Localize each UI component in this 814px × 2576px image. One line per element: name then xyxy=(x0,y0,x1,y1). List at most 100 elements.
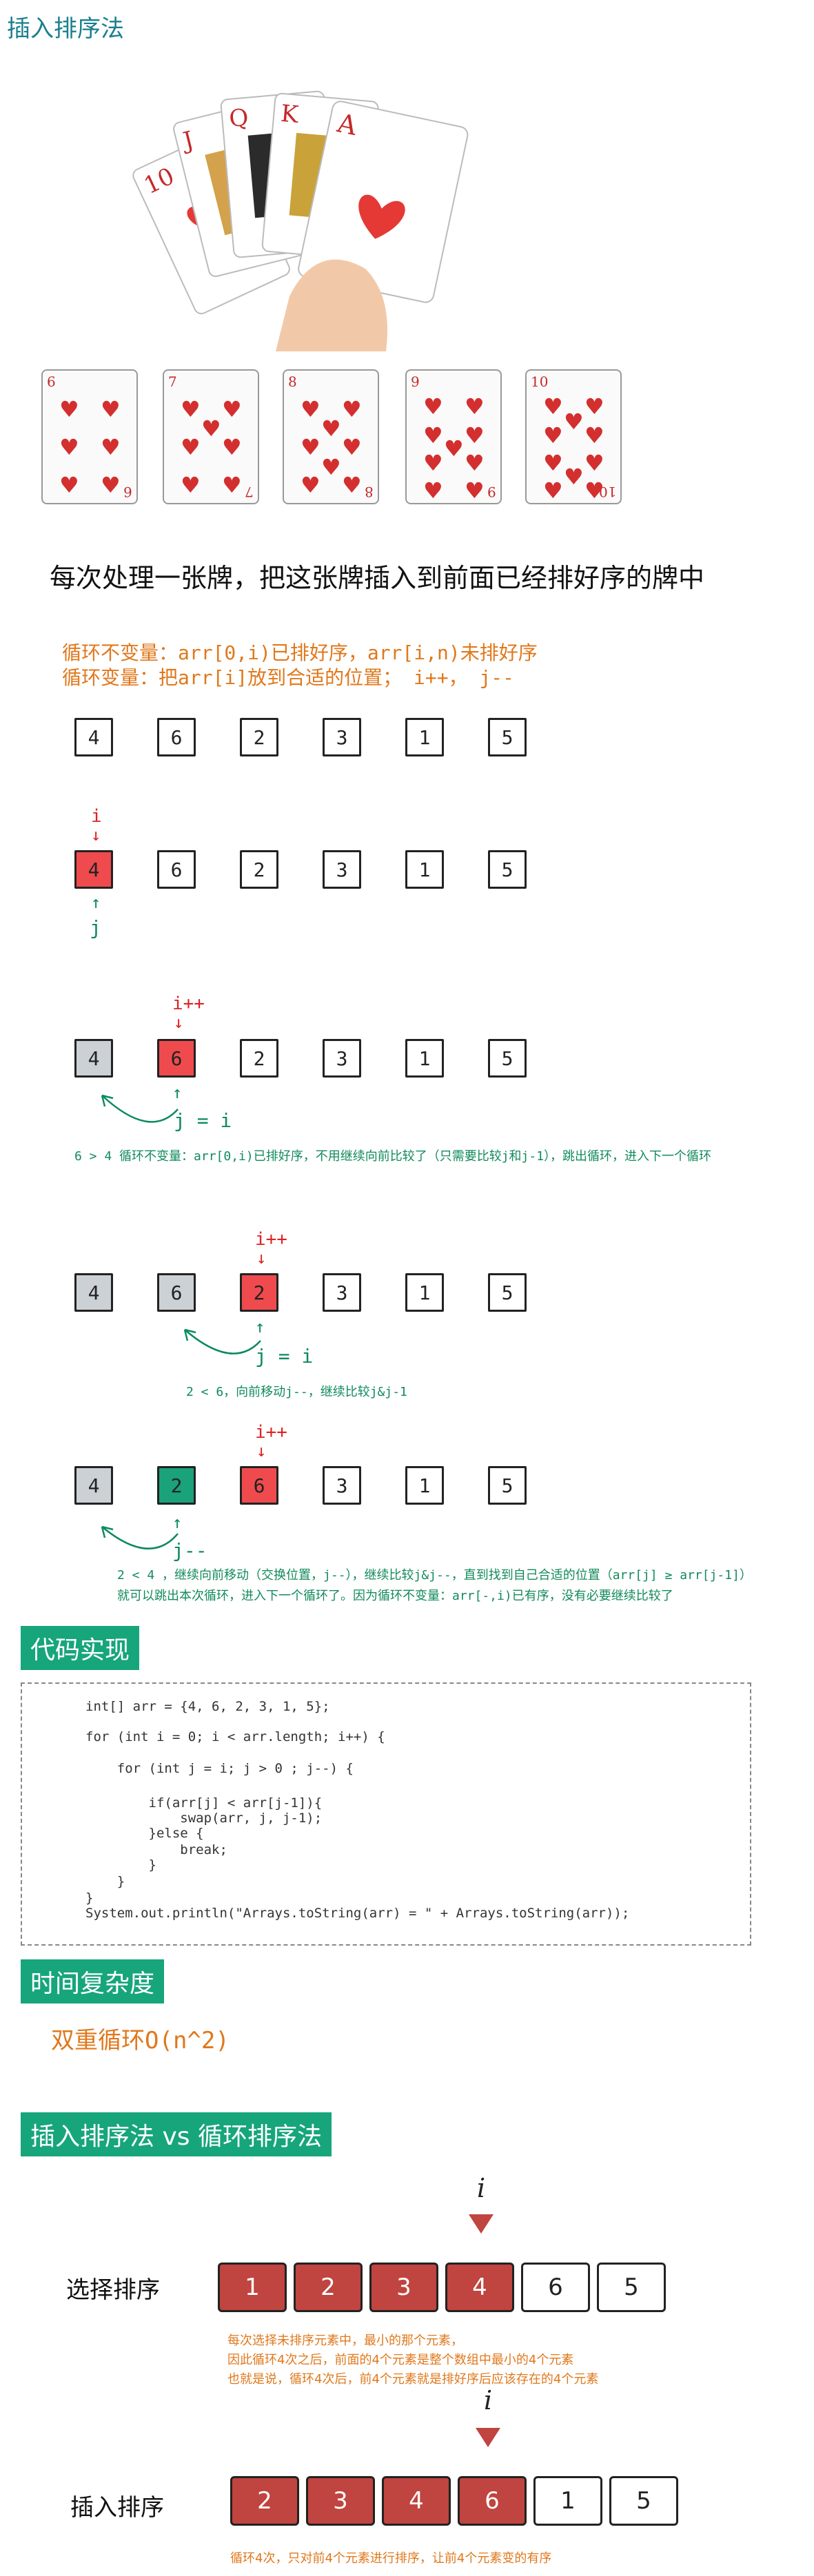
i-pp-arrow-3: ↓ xyxy=(256,1441,267,1461)
array-cell: 5 xyxy=(488,850,527,889)
heart-pip-icon: ♥ xyxy=(301,396,320,422)
heart-pip-icon: ♥ xyxy=(584,477,604,504)
sort-cell: 6 xyxy=(521,2263,590,2312)
curved-arrow-1 xyxy=(101,1094,179,1123)
array-cell: 5 xyxy=(488,1466,527,1505)
note-1: 6 > 4 循环不变量：arr[0,i)已排好序，不用继续向前比较了（只需要比较… xyxy=(74,1149,712,1164)
heart-pip-icon: ♥ xyxy=(423,477,443,504)
code-line: for (int j = i; j > 0 ; j--) { xyxy=(85,1761,354,1776)
select-note-1: 每次选择未排序元素中，最小的那个元素， xyxy=(227,2333,463,2348)
hand-of-cards-illustration: 10 J Q K A xyxy=(132,90,469,351)
array-cell: 2 xyxy=(157,1466,196,1505)
heart-pip-icon: ♥ xyxy=(101,472,121,498)
insert-sort-label: 插入排序 xyxy=(70,2494,164,2522)
heart-pip-icon: ♥ xyxy=(543,477,563,504)
array-cell: 1 xyxy=(405,1273,444,1312)
array-cell: 2 xyxy=(240,850,278,889)
array-cell: 3 xyxy=(323,850,361,889)
heart-pip-icon: ♥ xyxy=(543,450,563,476)
heart-pip-icon: ♥ xyxy=(584,450,604,476)
sort-cell: 4 xyxy=(382,2476,451,2526)
note-3b: 就可以跳出本次循环，进入下一个循环了。因为循环不变量：arr[-,i)已有序，没… xyxy=(117,1589,673,1603)
heart-pip-icon: ♥ xyxy=(423,393,443,420)
insert-pointer-label: i xyxy=(484,2385,493,2415)
heart-pip-icon: ♥ xyxy=(444,435,464,462)
sort-cell: 1 xyxy=(218,2263,287,2312)
insert-pointer-triangle xyxy=(476,2428,500,2447)
array-cell: 6 xyxy=(157,1039,196,1078)
array-cell: 3 xyxy=(323,718,361,756)
code-line: } xyxy=(85,1874,125,1889)
code-line: } xyxy=(85,1890,94,1906)
array-cell: 4 xyxy=(74,718,113,756)
heart-pip-icon: ♥ xyxy=(584,422,604,449)
select-note-3: 也就是说，循环4次后，前4个元素就是排好序后应该存在的4个元素 xyxy=(227,2372,599,2387)
code-line: for (int i = 0; i < arr.length; i++) { xyxy=(85,1729,385,1744)
i-down-arrow: ↓ xyxy=(91,825,101,845)
i-label: i xyxy=(91,806,102,827)
array-cell: 1 xyxy=(405,718,444,756)
i-pp-label-3: i++ xyxy=(255,1422,287,1443)
code-title-badge: 代码实现 xyxy=(21,1626,140,1670)
curved-arrow-2 xyxy=(183,1328,261,1354)
j-up-arrow-3: ↑ xyxy=(255,1317,265,1337)
card-rank-bottom: 9 xyxy=(487,484,496,500)
j-mm-label: j-- xyxy=(172,1539,207,1562)
invariant-line-1: 循环不变量：arr[0,i)已排好序，arr[i,n)未排好序 xyxy=(62,641,538,664)
heart-pip-icon: ♥ xyxy=(564,409,584,435)
sort-cell: 6 xyxy=(458,2476,527,2526)
card-rank-bottom: 8 xyxy=(365,484,374,500)
card-rank: 10 xyxy=(531,373,549,390)
sort-cell: 5 xyxy=(597,2263,666,2312)
heart-pip-icon: ♥ xyxy=(222,396,242,422)
heart-pip-icon: ♥ xyxy=(342,434,362,460)
heart-pip-icon: ♥ xyxy=(181,396,201,422)
code-block: int[] arr = {4, 6, 2, 3, 1, 5}; for (int… xyxy=(21,1682,751,1946)
heart-pip-icon: ♥ xyxy=(181,472,201,498)
card-rank-bottom: 6 xyxy=(123,484,132,500)
heart-pip-icon: ♥ xyxy=(222,472,242,498)
i-pp-label-2: i++ xyxy=(255,1229,287,1250)
hand-card-rank: Q xyxy=(228,104,250,133)
array-cell: 5 xyxy=(488,1039,527,1078)
compare-title-badge: 插入排序法 vs 循环排序法 xyxy=(21,2112,332,2156)
invariant-line-2: 循环变量：把arr[i]放到合适的位置； i++， j-- xyxy=(62,666,515,689)
array-cell: 3 xyxy=(323,1273,361,1312)
subtitle: 每次处理一张牌，把这张牌插入到前面已经排好序的牌中 xyxy=(50,563,705,593)
card-rank-bottom: 7 xyxy=(245,484,254,500)
code-line: break; xyxy=(85,1842,227,1857)
complexity-title-badge: 时间复杂度 xyxy=(21,1959,165,2003)
complexity-text: 双重循环O(n^2) xyxy=(51,2027,230,2054)
heart-pip-icon: ♥ xyxy=(543,393,563,420)
array-cell: 4 xyxy=(74,1273,113,1312)
array-cell: 5 xyxy=(488,718,527,756)
heart-pip-icon: ♥ xyxy=(342,472,362,498)
heart-pip-icon: ♥ xyxy=(465,450,485,476)
j-eq-i-label-2: j = i xyxy=(255,1345,314,1368)
array-cell: 3 xyxy=(323,1039,361,1078)
code-line: System.out.println("Arrays.toString(arr)… xyxy=(85,1906,630,1921)
heart-pip-icon: ♥ xyxy=(59,396,79,422)
select-pointer-label: i xyxy=(477,2173,486,2203)
array-cell: 1 xyxy=(405,1039,444,1078)
code-line: if(arr[j] < arr[j-1]){ xyxy=(85,1795,323,1811)
heart-pip-icon: ♥ xyxy=(543,422,563,449)
array-cell: 1 xyxy=(405,850,444,889)
sort-cell: 5 xyxy=(609,2476,678,2526)
array-cell: 6 xyxy=(157,718,196,756)
sort-cell: 4 xyxy=(445,2263,514,2312)
heart-pip-icon: ♥ xyxy=(423,422,443,449)
array-cell: 4 xyxy=(74,1466,113,1505)
j-up-arrow: ↑ xyxy=(91,893,101,912)
j-label: j xyxy=(90,916,101,939)
heart-pip-icon: ♥ xyxy=(584,393,604,420)
hand-card-rank: K xyxy=(280,100,300,129)
hand-card-a: A xyxy=(298,101,469,303)
heart-pip-icon: ♥ xyxy=(181,434,201,460)
heart-pip-icon: ♥ xyxy=(59,472,79,498)
sort-cell: 3 xyxy=(306,2476,375,2526)
